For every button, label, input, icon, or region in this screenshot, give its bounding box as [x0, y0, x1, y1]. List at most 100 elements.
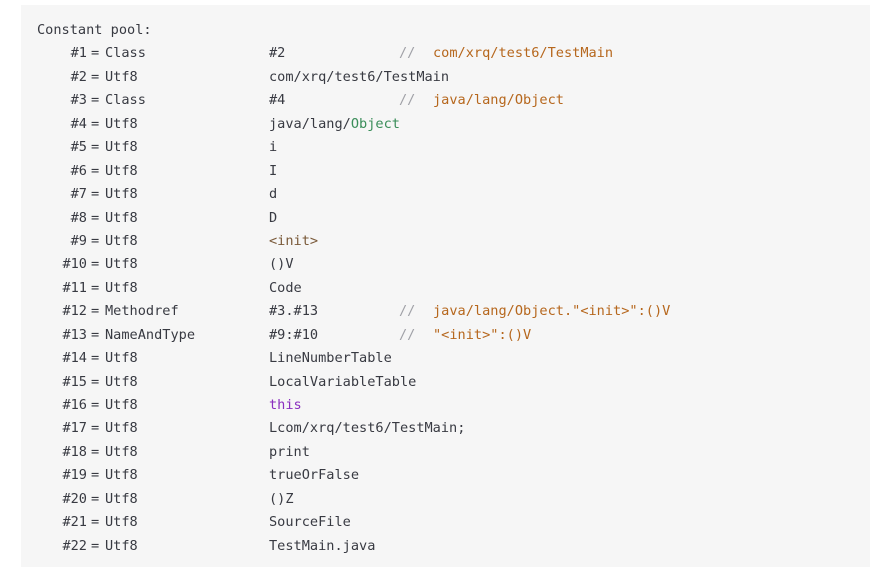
entry-value: ()Z	[269, 490, 294, 507]
entry-type: Utf8	[105, 420, 138, 437]
entry-value: #4	[269, 92, 286, 109]
entry-value: #2	[269, 45, 286, 62]
entry-value: this	[269, 397, 302, 413]
entry-value: <init>	[269, 232, 319, 249]
entry-type: Utf8	[105, 490, 138, 507]
entry-comment: java/lang/Object."<init>":()V	[433, 303, 671, 320]
entry-index: #3	[70, 92, 87, 109]
equals-sign: =	[91, 186, 100, 203]
comment-marker: //	[399, 92, 416, 109]
entry-value: com/xrq/test6/TestMain	[269, 68, 450, 85]
entry-value: I	[269, 162, 278, 179]
entry-type: Utf8	[105, 350, 138, 367]
equals-sign: =	[91, 537, 100, 554]
entry-type: Utf8	[105, 256, 138, 273]
constant-pool-entry: #16= Utf8 this	[37, 394, 870, 417]
entry-index: #11	[62, 279, 87, 296]
constant-pool-entry: #1=Class#2//com/xrq/test6/TestMain	[37, 42, 870, 65]
equals-sign: =	[91, 209, 100, 226]
equals-sign: =	[91, 232, 100, 249]
constant-pool-entry: #17= Utf8 Lcom/xrq/test6/TestMain;	[37, 417, 870, 440]
entry-index: #12	[62, 303, 87, 320]
constant-pool-header: Constant pool:	[37, 19, 870, 42]
entry-index: #17	[62, 420, 87, 437]
constant-pool-entry: #2= Utf8 com/xrq/test6/TestMain	[37, 66, 870, 89]
equals-sign: =	[91, 326, 100, 343]
entry-index: #13	[62, 326, 87, 343]
entry-type: Utf8	[105, 68, 138, 85]
entry-index: #5	[70, 139, 87, 156]
constant-pool-entry: #12=Methodref#3.#13//java/lang/Object."<…	[37, 300, 870, 323]
constant-pool-list: #1=Class#2//com/xrq/test6/TestMain#2=Utf…	[37, 42, 870, 558]
equals-sign: =	[91, 514, 100, 531]
equals-sign: =	[91, 420, 100, 437]
entry-comment: com/xrq/test6/TestMain	[433, 45, 614, 62]
entry-index: #6	[70, 162, 87, 179]
entry-index: #21	[62, 514, 87, 531]
header-text: Constant pool:	[37, 22, 152, 38]
constant-pool-entry: #7= Utf8 d	[37, 183, 870, 206]
equals-sign: =	[91, 68, 100, 85]
constant-pool-entry: #18= Utf8 print	[37, 441, 870, 464]
equals-sign: =	[91, 303, 100, 320]
entry-index: #19	[62, 467, 87, 484]
code-block: Constant pool: #1=Class#2//com/xrq/test6…	[21, 5, 870, 567]
entry-value: Code	[269, 279, 302, 296]
entry-type: Utf8	[105, 115, 138, 132]
entry-index: #7	[70, 186, 87, 203]
entry-value-class: Object	[350, 115, 400, 132]
equals-sign: =	[91, 490, 100, 507]
entry-index: #10	[62, 256, 87, 273]
entry-value: #9:#10	[269, 326, 319, 343]
equals-sign: =	[91, 373, 100, 390]
entry-index: #16	[62, 397, 87, 413]
entry-value: LocalVariableTable	[269, 373, 417, 390]
entry-type: Methodref	[105, 303, 179, 320]
entry-type: Utf8	[105, 279, 138, 296]
entry-value: Lcom/xrq/test6/TestMain;	[269, 420, 466, 437]
entry-type: Utf8	[105, 443, 138, 460]
comment-marker: //	[399, 45, 416, 62]
equals-sign: =	[91, 139, 100, 156]
entry-comment: java/lang/Object	[433, 92, 564, 109]
equals-sign: =	[91, 162, 100, 179]
entry-type: Utf8	[105, 186, 138, 203]
constant-pool-entry: #13=NameAndType#9:#10//"<init>":()V	[37, 324, 870, 347]
comment-marker: //	[399, 303, 416, 320]
entry-index: #9	[70, 232, 87, 249]
equals-sign: =	[91, 397, 100, 413]
constant-pool-entry: #10=Utf8()V	[37, 253, 870, 276]
entry-value: SourceFile	[269, 514, 351, 531]
entry-type: Class	[105, 92, 146, 109]
constant-pool-entry: #19= Utf8 trueOrFalse	[37, 464, 870, 487]
equals-sign: =	[91, 45, 100, 62]
entry-value: d	[269, 186, 278, 203]
equals-sign: =	[91, 443, 100, 460]
entry-value-package: java/lang/	[269, 115, 351, 132]
entry-type: Utf8	[105, 514, 138, 531]
entry-index: #18	[62, 443, 87, 460]
equals-sign: =	[91, 467, 100, 484]
entry-value: i	[269, 139, 278, 156]
entry-type: Utf8	[105, 397, 138, 413]
entry-index: #2	[70, 68, 87, 85]
comment-marker: //	[399, 326, 416, 343]
entry-index: #15	[62, 373, 87, 390]
entry-type: Utf8	[105, 467, 138, 484]
entry-value: LineNumberTable	[269, 350, 392, 367]
constant-pool-entry: #21= Utf8 SourceFile	[37, 511, 870, 534]
entry-type: Utf8	[105, 537, 138, 554]
entry-value: print	[269, 443, 310, 460]
equals-sign: =	[91, 350, 100, 367]
entry-value: ()V	[269, 256, 294, 273]
entry-index: #8	[70, 209, 87, 226]
entry-value: trueOrFalse	[269, 467, 360, 484]
entry-value: D	[269, 209, 278, 226]
